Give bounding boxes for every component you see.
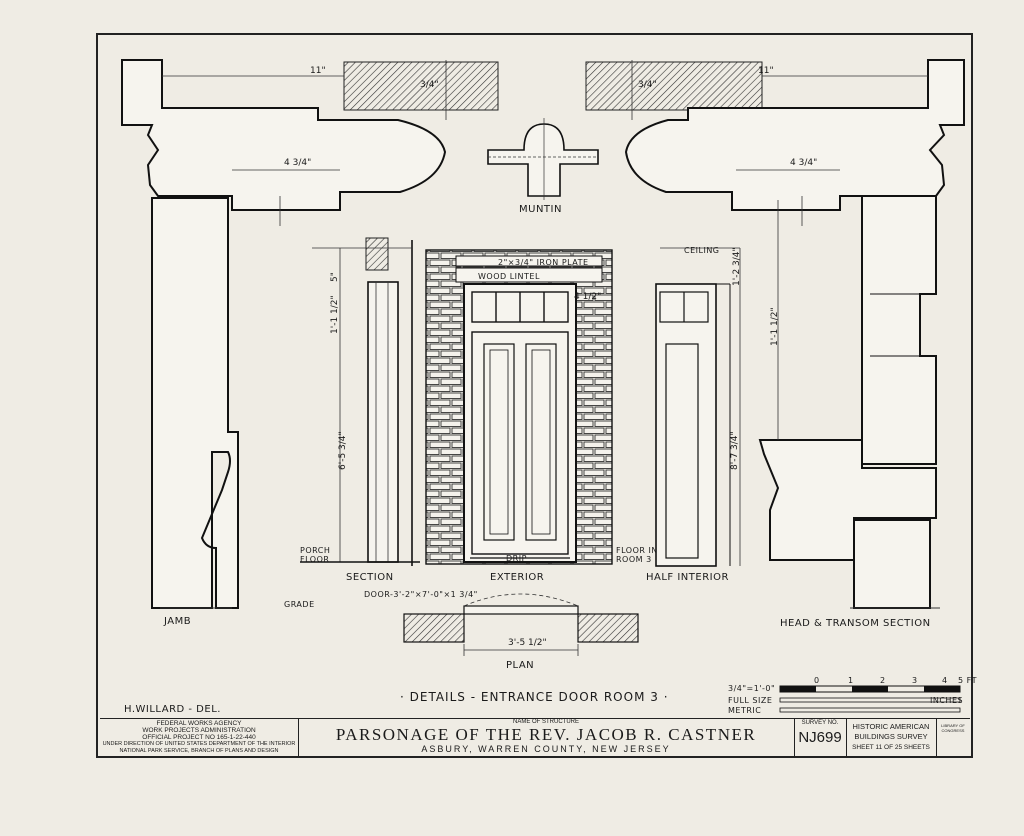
plan-wall-left [403,613,465,643]
scale-tick-0: 0 [814,676,820,685]
floor-room-note: FLOOR IN ROOM 3 [616,546,658,564]
habs-cell: HISTORIC AMERICAN BUILDINGS SURVEY SHEET… [846,719,937,757]
dim-left-4-34: 4 3/4" [284,158,312,168]
door-panel-left [483,343,515,541]
jamb-label: JAMB [164,616,192,627]
wood-lintel-note: WOOD LINTEL [478,272,540,281]
wall-hatch-left [343,61,499,111]
dim-sec-5: 5" [330,272,340,282]
jamb-profile [151,197,239,609]
dim-sec-1-1-2: 1'-1 1/2" [330,295,340,334]
plan-label: PLAN [506,660,535,671]
dim-ext-4-1-2: 4 1/2" [574,292,602,302]
structure-cell: NAME OF STRUCTURE PARSONAGE OF THE REV. … [298,719,795,757]
dim-int-1-2-34: 1'-2 3/4" [732,247,742,286]
agency-cell: FEDERAL WORKS AGENCY WORK PROJECTS ADMIN… [100,719,299,757]
scale-tick-4: 4 [942,676,948,685]
grade-note: GRADE [284,600,315,609]
section-wall-hatch [365,237,389,271]
scale-label-1: 3/4"=1'-0" [728,684,776,693]
section-jamb [367,281,399,563]
iron-plate-note: 2"×3/4" IRON PLATE [498,258,589,267]
dim-right-4-34: 4 3/4" [790,158,818,168]
exterior-label: EXTERIOR [490,572,545,583]
scale-tick-5: 5 FT [958,676,977,685]
agency-line: OFFICIAL PROJECT NO 165-1-22-440 [142,734,256,741]
dim-head-1-1-2: 1'-1 1/2" [770,307,780,346]
iron-plate [455,255,603,267]
agency-line: UNDER DIRECTION OF UNITED STATES DEPARTM… [102,741,296,747]
head-profile-left [121,59,447,211]
structure-name: PARSONAGE OF THE REV. JACOB R. CASTNER [335,725,757,744]
half-interior-label: HALF INTERIOR [646,572,729,583]
dim-int-8-7-34: 8'-7 3/4" [730,431,740,470]
sheet-number: SHEET 11 OF 25 SHEETS [852,744,930,751]
head-transom-profile [861,195,937,465]
title-block: FEDERAL WORKS AGENCY WORK PROJECTS ADMIN… [100,718,970,757]
scale-label-3: METRIC [728,706,762,715]
plan-wall-right [577,613,639,643]
structure-location: ASBURY, WARREN COUNTY, NEW JERSEY [421,744,671,754]
muntin-profile [487,123,599,197]
door-size-note: DOOR-3'-2"×7'-0"×1 3/4" [364,590,478,599]
interior-frame [655,283,717,567]
wall-hatch-right [585,61,763,111]
plan-door [463,605,579,615]
muntin-label: MUNTIN [519,204,562,215]
scale-tick-3: 3 [912,676,918,685]
wood-lintel [455,267,603,283]
habs-line2: BUILDINGS SURVEY [854,732,928,741]
agency-line: FEDERAL WORKS AGENCY [156,720,242,727]
drip-note: DRIP [506,554,527,563]
scale-tick-2: 2 [880,676,886,685]
section-label: SECTION [346,572,394,583]
porch-floor-note: PORCH FLOOR [300,546,331,564]
scale-tick-1: 1 [848,676,854,685]
survey-number: NJ699 [798,729,842,746]
head-profile-right [624,59,965,211]
library-stamp: LIBRARY OF CONGRESS [941,723,965,733]
dim-right-34: 3/4" [638,80,657,90]
door-panel-right [525,343,557,541]
sheet-border [96,33,973,758]
library-cell: LIBRARY OF CONGRESS [936,719,970,757]
ceiling-note: CEILING [684,246,720,255]
dim-right-11: 11" [758,66,774,76]
scale-label-2: FULL SIZE [728,696,773,705]
survey-cell: SURVEY NO. NJ699 [794,719,847,757]
dim-left-34: 3/4" [420,80,439,90]
agency-line: NATIONAL PARK SERVICE, BRANCH OF PLANS A… [119,748,279,754]
delineator: H.WILLARD - DEL. [124,704,221,715]
sheet-title: · DETAILS - ENTRANCE DOOR ROOM 3 · [400,690,669,704]
head-transom-label: HEAD & TRANSOM SECTION [780,618,931,629]
dim-plan-width: 3'-5 1/2" [508,638,547,648]
agency-line: WORK PROJECTS ADMINISTRATION [142,727,256,734]
dim-sec-6-5-34: 6'-5 3/4" [338,431,348,470]
habs-line1: HISTORIC AMERICAN [852,722,930,731]
dim-left-11: 11" [310,66,326,76]
name-caption: NAME OF STRUCTURE [513,719,579,725]
scale-inches: INCHES [930,696,964,705]
survey-caption: SURVEY NO. [801,720,839,726]
door-leaf [471,331,569,555]
